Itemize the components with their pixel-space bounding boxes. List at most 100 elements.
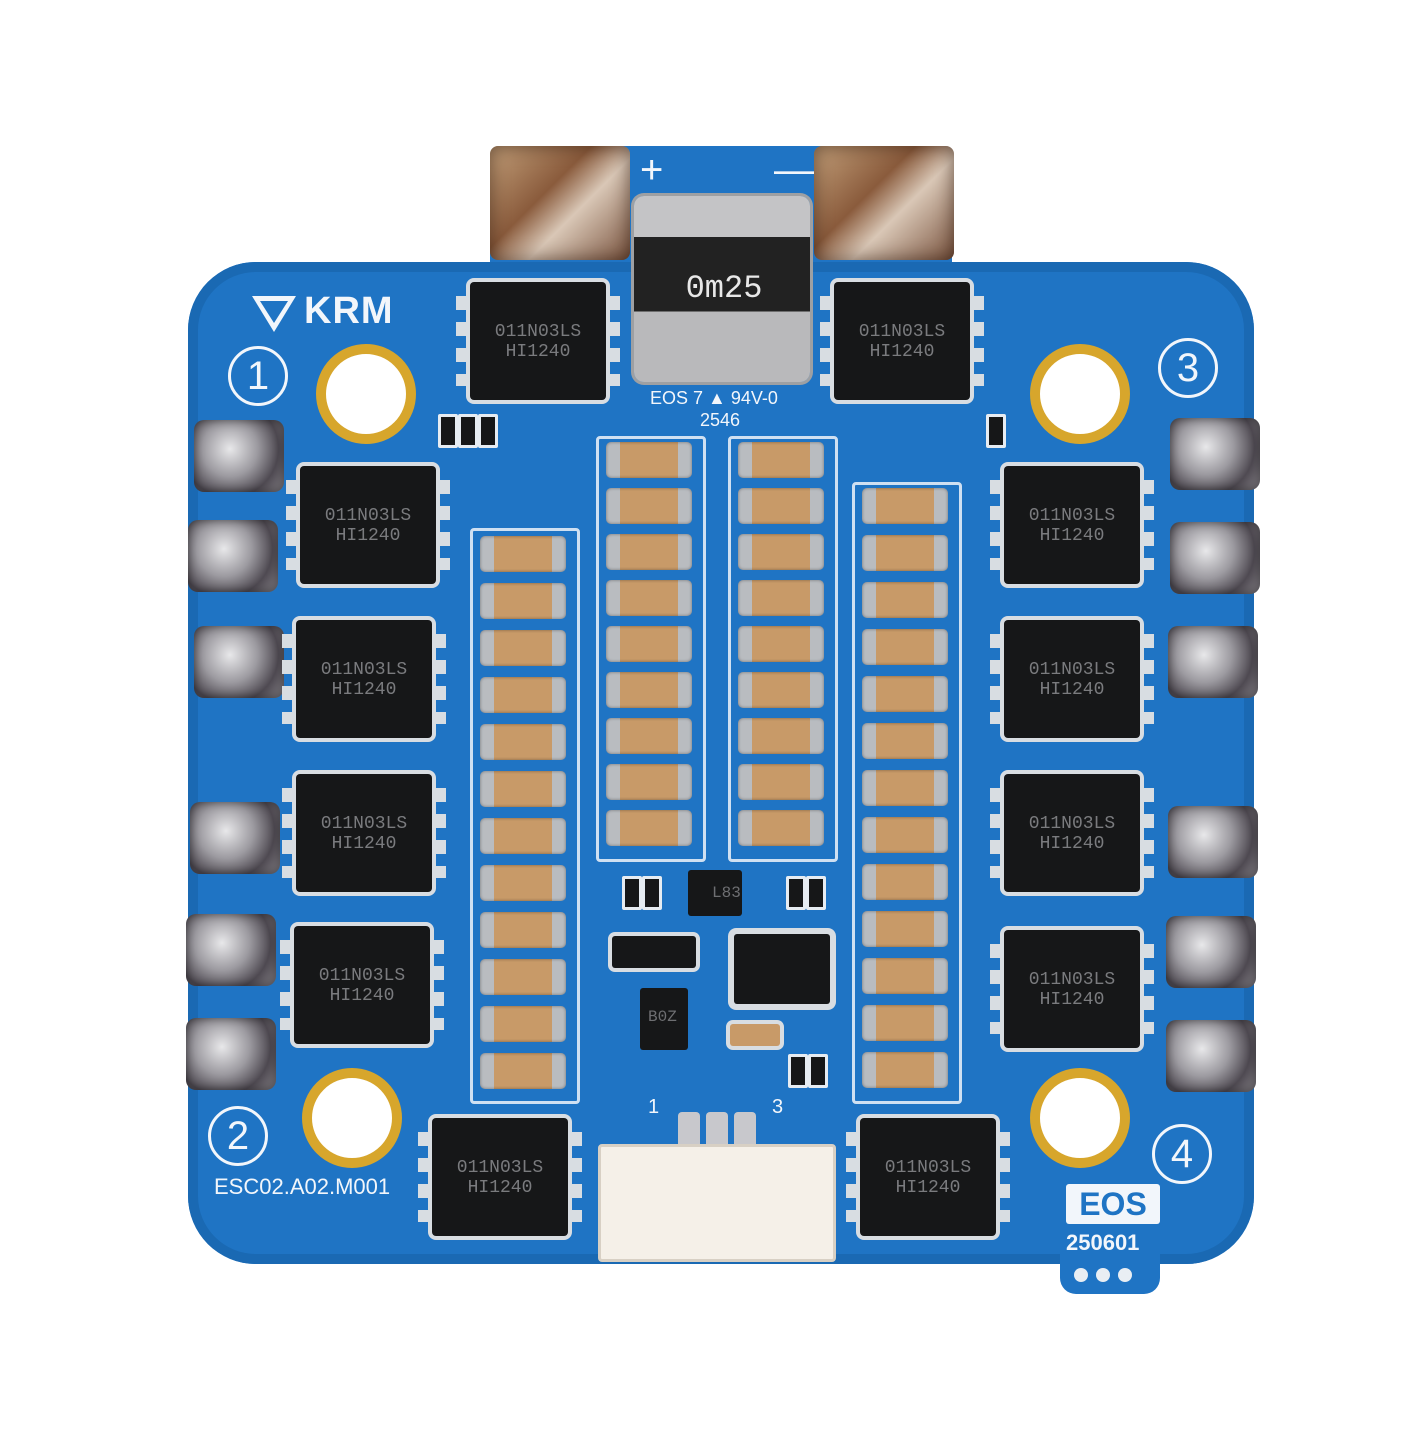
capacitor-bank — [470, 528, 580, 1104]
capacitor — [862, 1005, 948, 1041]
capacitor — [480, 959, 566, 995]
capacitor — [862, 582, 948, 618]
fet-marking: 011N03LS HI1240 — [1028, 970, 1116, 1010]
motor-pad — [186, 914, 276, 986]
capacitor — [738, 718, 824, 754]
diode — [612, 936, 696, 968]
capacitor — [606, 488, 692, 524]
capacitor-bank — [728, 436, 838, 862]
fet-marking: 011N03LS HI1240 — [1028, 814, 1116, 854]
date-code: 250601 — [1066, 1230, 1140, 1255]
capacitor — [738, 488, 824, 524]
capacitor — [606, 672, 692, 708]
capacitor — [862, 535, 948, 571]
mounting-hole — [1030, 344, 1130, 444]
motor-pad — [1168, 806, 1258, 878]
capacitor — [480, 912, 566, 948]
motor-pad — [190, 802, 280, 874]
tab-minus-label: — — [774, 148, 814, 192]
capacitor — [862, 817, 948, 853]
smd-component — [808, 1054, 828, 1088]
mosfet: 011N03LS HI1240 — [820, 282, 984, 400]
battery-negative-pad — [814, 146, 954, 260]
mosfet: 011N03LS HI1240 — [418, 1118, 582, 1236]
capacitor — [606, 626, 692, 662]
capacitor — [738, 672, 824, 708]
capacitor — [738, 580, 824, 616]
signal-connector — [598, 1144, 836, 1262]
smd-component — [478, 414, 498, 448]
sensor-ic: B0Z — [640, 988, 688, 1050]
cert-code: 2546 — [700, 410, 741, 430]
smd-component — [438, 414, 458, 448]
via — [1074, 1268, 1088, 1282]
capacitor — [738, 764, 824, 800]
connector-pin — [706, 1112, 728, 1148]
mosfet: 011N03LS HI1240 — [990, 620, 1154, 738]
connector-pin — [734, 1112, 756, 1148]
motor-number-2: 2 — [208, 1106, 268, 1166]
capacitor — [480, 1053, 566, 1089]
cert-line: EOS 7 ▲ 94V-0 — [650, 388, 778, 408]
capacitor — [730, 1024, 780, 1046]
capacitor — [480, 630, 566, 666]
capacitor — [606, 718, 692, 754]
motor-pad — [1166, 1020, 1256, 1092]
fet-marking: 011N03LS HI1240 — [494, 322, 582, 362]
motor-pad — [194, 626, 284, 698]
capacitor — [862, 770, 948, 806]
capacitor — [480, 771, 566, 807]
capacitor — [862, 629, 948, 665]
connector-pin3-label: 3 — [772, 1096, 784, 1118]
capacitor — [480, 865, 566, 901]
fet-marking: 011N03LS HI1240 — [324, 506, 412, 546]
capacitor — [606, 442, 692, 478]
connector-pin — [678, 1112, 700, 1148]
via — [1118, 1268, 1132, 1282]
motor-pad — [1168, 626, 1258, 698]
battery-positive-pad — [490, 146, 630, 260]
model-label: ESC02.A02.M001 — [214, 1174, 391, 1199]
fet-marking: 011N03LS HI1240 — [320, 660, 408, 700]
via — [1096, 1268, 1110, 1282]
capacitor — [480, 677, 566, 713]
shunt-marking: 0m25 — [685, 270, 763, 307]
krm-logo-icon — [252, 296, 296, 332]
mosfet: 011N03LS HI1240 — [282, 774, 446, 892]
ic-marking: L83 — [712, 884, 741, 902]
mosfet: 011N03LS HI1240 — [990, 466, 1154, 584]
mounting-hole — [316, 344, 416, 444]
mounting-hole — [1030, 1068, 1130, 1168]
mosfet: 011N03LS HI1240 — [282, 620, 446, 738]
inductor — [734, 934, 830, 1004]
fet-marking: 011N03LS HI1240 — [320, 814, 408, 854]
smd-component — [458, 414, 478, 448]
fet-marking: 011N03LS HI1240 — [1028, 660, 1116, 700]
shunt-resistor — [634, 196, 810, 382]
motor-pad — [1170, 418, 1260, 490]
capacitor — [862, 864, 948, 900]
motor-pad — [188, 520, 278, 592]
capacitor — [862, 723, 948, 759]
motor-number-1: 1 — [228, 346, 288, 406]
motor-number-3: 3 — [1158, 338, 1218, 398]
capacitor — [862, 911, 948, 947]
fet-marking: 011N03LS HI1240 — [318, 966, 406, 1006]
capacitor — [606, 810, 692, 846]
capacitor — [606, 764, 692, 800]
motor-number-4: 4 — [1152, 1124, 1212, 1184]
capacitor-bank — [852, 482, 962, 1104]
smd-component — [642, 876, 662, 910]
capacitor — [738, 534, 824, 570]
smd-component — [786, 876, 806, 910]
capacitor — [862, 958, 948, 994]
motor-pad — [1170, 522, 1260, 594]
mosfet: 011N03LS HI1240 — [846, 1118, 1010, 1236]
motor-pad — [186, 1018, 276, 1090]
capacitor — [738, 626, 824, 662]
motor-pad — [194, 420, 284, 492]
capacitor-bank — [596, 436, 706, 862]
ic-marking: B0Z — [648, 1008, 677, 1026]
regulator-ic: L83 — [688, 870, 742, 916]
capacitor — [480, 536, 566, 572]
